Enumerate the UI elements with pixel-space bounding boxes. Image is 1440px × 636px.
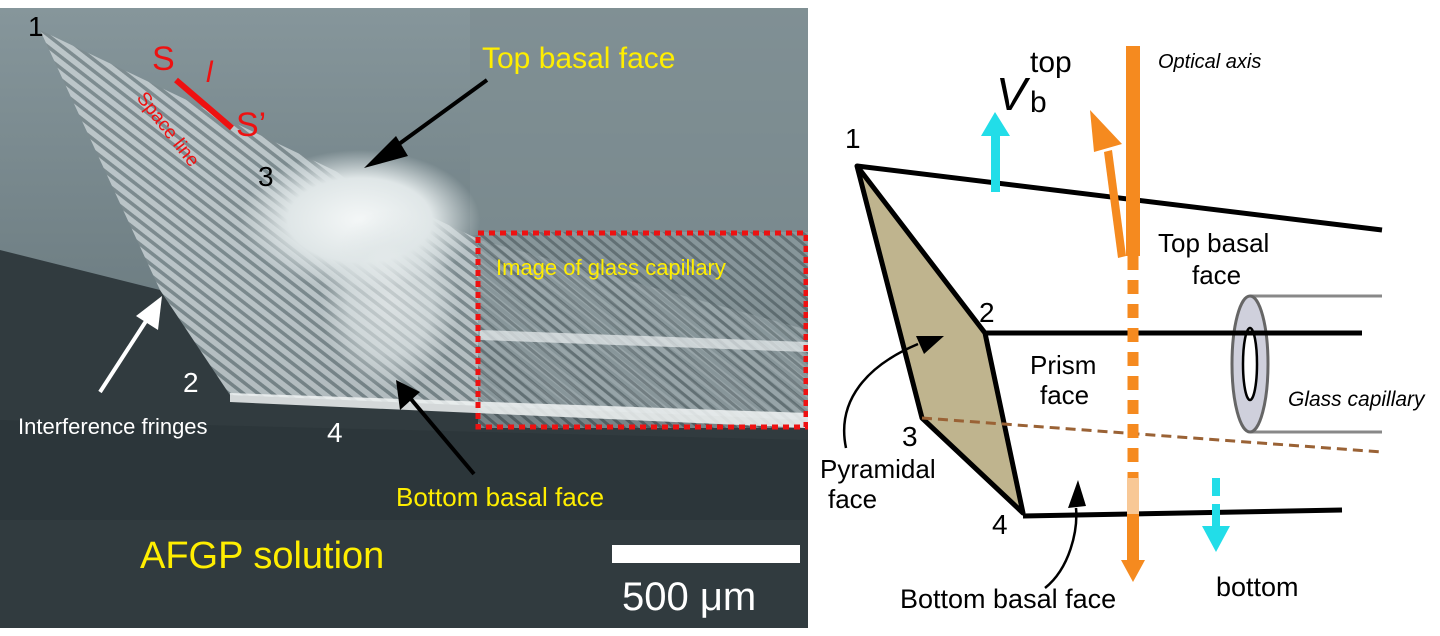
pyramidal-face-label-line1: Pyramidal	[820, 454, 936, 484]
pyramidal-face-label-line2: face	[828, 484, 877, 514]
pyramidal-pointer-arrow	[843, 336, 944, 449]
prism-face-label-line1: Prism	[1030, 350, 1096, 380]
capillary-image-fill	[478, 232, 808, 428]
left-vertex-2: 2	[183, 367, 199, 398]
dark-band	[0, 420, 808, 520]
upper-right-region	[470, 8, 808, 235]
glass-capillary	[1230, 294, 1382, 434]
bottom-basal-edge	[1022, 507, 1343, 519]
top-basal-face-label-line2: face	[1192, 260, 1241, 290]
space-line-s: S	[152, 40, 175, 78]
left-vertex-1: 1	[28, 11, 44, 42]
scale-bar-label: 500 μm	[622, 575, 756, 619]
reflected-beam-head	[1090, 110, 1122, 152]
bottom-basal-face-label-right: Bottom basal face	[900, 584, 1116, 614]
bright-glow-2	[320, 210, 460, 390]
top-basal-edge	[856, 163, 1383, 233]
bottom-basal-pointer-arrow	[1044, 480, 1086, 589]
arrow-interference-fringes	[98, 296, 162, 394]
space-line-l: l	[206, 56, 214, 89]
right-vertex-4: 4	[992, 509, 1008, 540]
bottom-label: bottom	[1216, 572, 1299, 602]
top-basal-face-label-line1: Top basal	[1158, 228, 1269, 258]
velocity-superscript: top	[1030, 46, 1072, 79]
optical-axis-lower	[1127, 514, 1139, 564]
bottom-basal-face-label-left: Bottom basal face	[396, 482, 604, 512]
top-velocity-arrow	[981, 112, 1010, 192]
optical-axis-solid	[1126, 46, 1140, 256]
right-vertex-2: 2	[979, 297, 995, 328]
left-vertex-3: 3	[258, 161, 274, 192]
reflected-beam	[1104, 150, 1126, 258]
optical-axis-arrowhead	[1121, 560, 1145, 582]
right-vertex-3: 3	[902, 421, 918, 452]
image-of-glass-capillary-label: Image of glass capillary	[496, 255, 726, 280]
prism-face-label-line2: face	[1040, 380, 1089, 410]
bottom-velocity-arrow	[1202, 478, 1230, 552]
optical-axis-label: Optical axis	[1158, 51, 1261, 73]
right-vertex-1: 1	[845, 123, 861, 154]
arrow-top-basal-face	[364, 78, 489, 168]
capillary-dashed-box	[475, 230, 808, 430]
left-vertex-4: 4	[327, 417, 343, 448]
capillary-bright-line	[480, 330, 808, 352]
micrograph-panel	[0, 8, 808, 628]
velocity-subscript: b	[1030, 86, 1047, 119]
velocity-symbol: V	[996, 68, 1031, 120]
optical-axis-pale	[1127, 478, 1139, 514]
space-line-mark	[174, 77, 234, 131]
space-line-s-prime: S’	[236, 106, 266, 144]
interference-fringes-label: Interference fringes	[18, 414, 208, 439]
hidden-edge	[921, 416, 1383, 454]
schematic-panel	[843, 46, 1383, 589]
top-basal-face-label: Top basal face	[482, 42, 675, 75]
bright-edge	[230, 393, 808, 428]
glass-capillary-label: Glass capillary	[1288, 388, 1426, 411]
scale-bar	[612, 545, 800, 563]
afgp-solution-label: AFGP solution	[140, 535, 384, 577]
arrow-bottom-basal-face	[396, 380, 476, 476]
